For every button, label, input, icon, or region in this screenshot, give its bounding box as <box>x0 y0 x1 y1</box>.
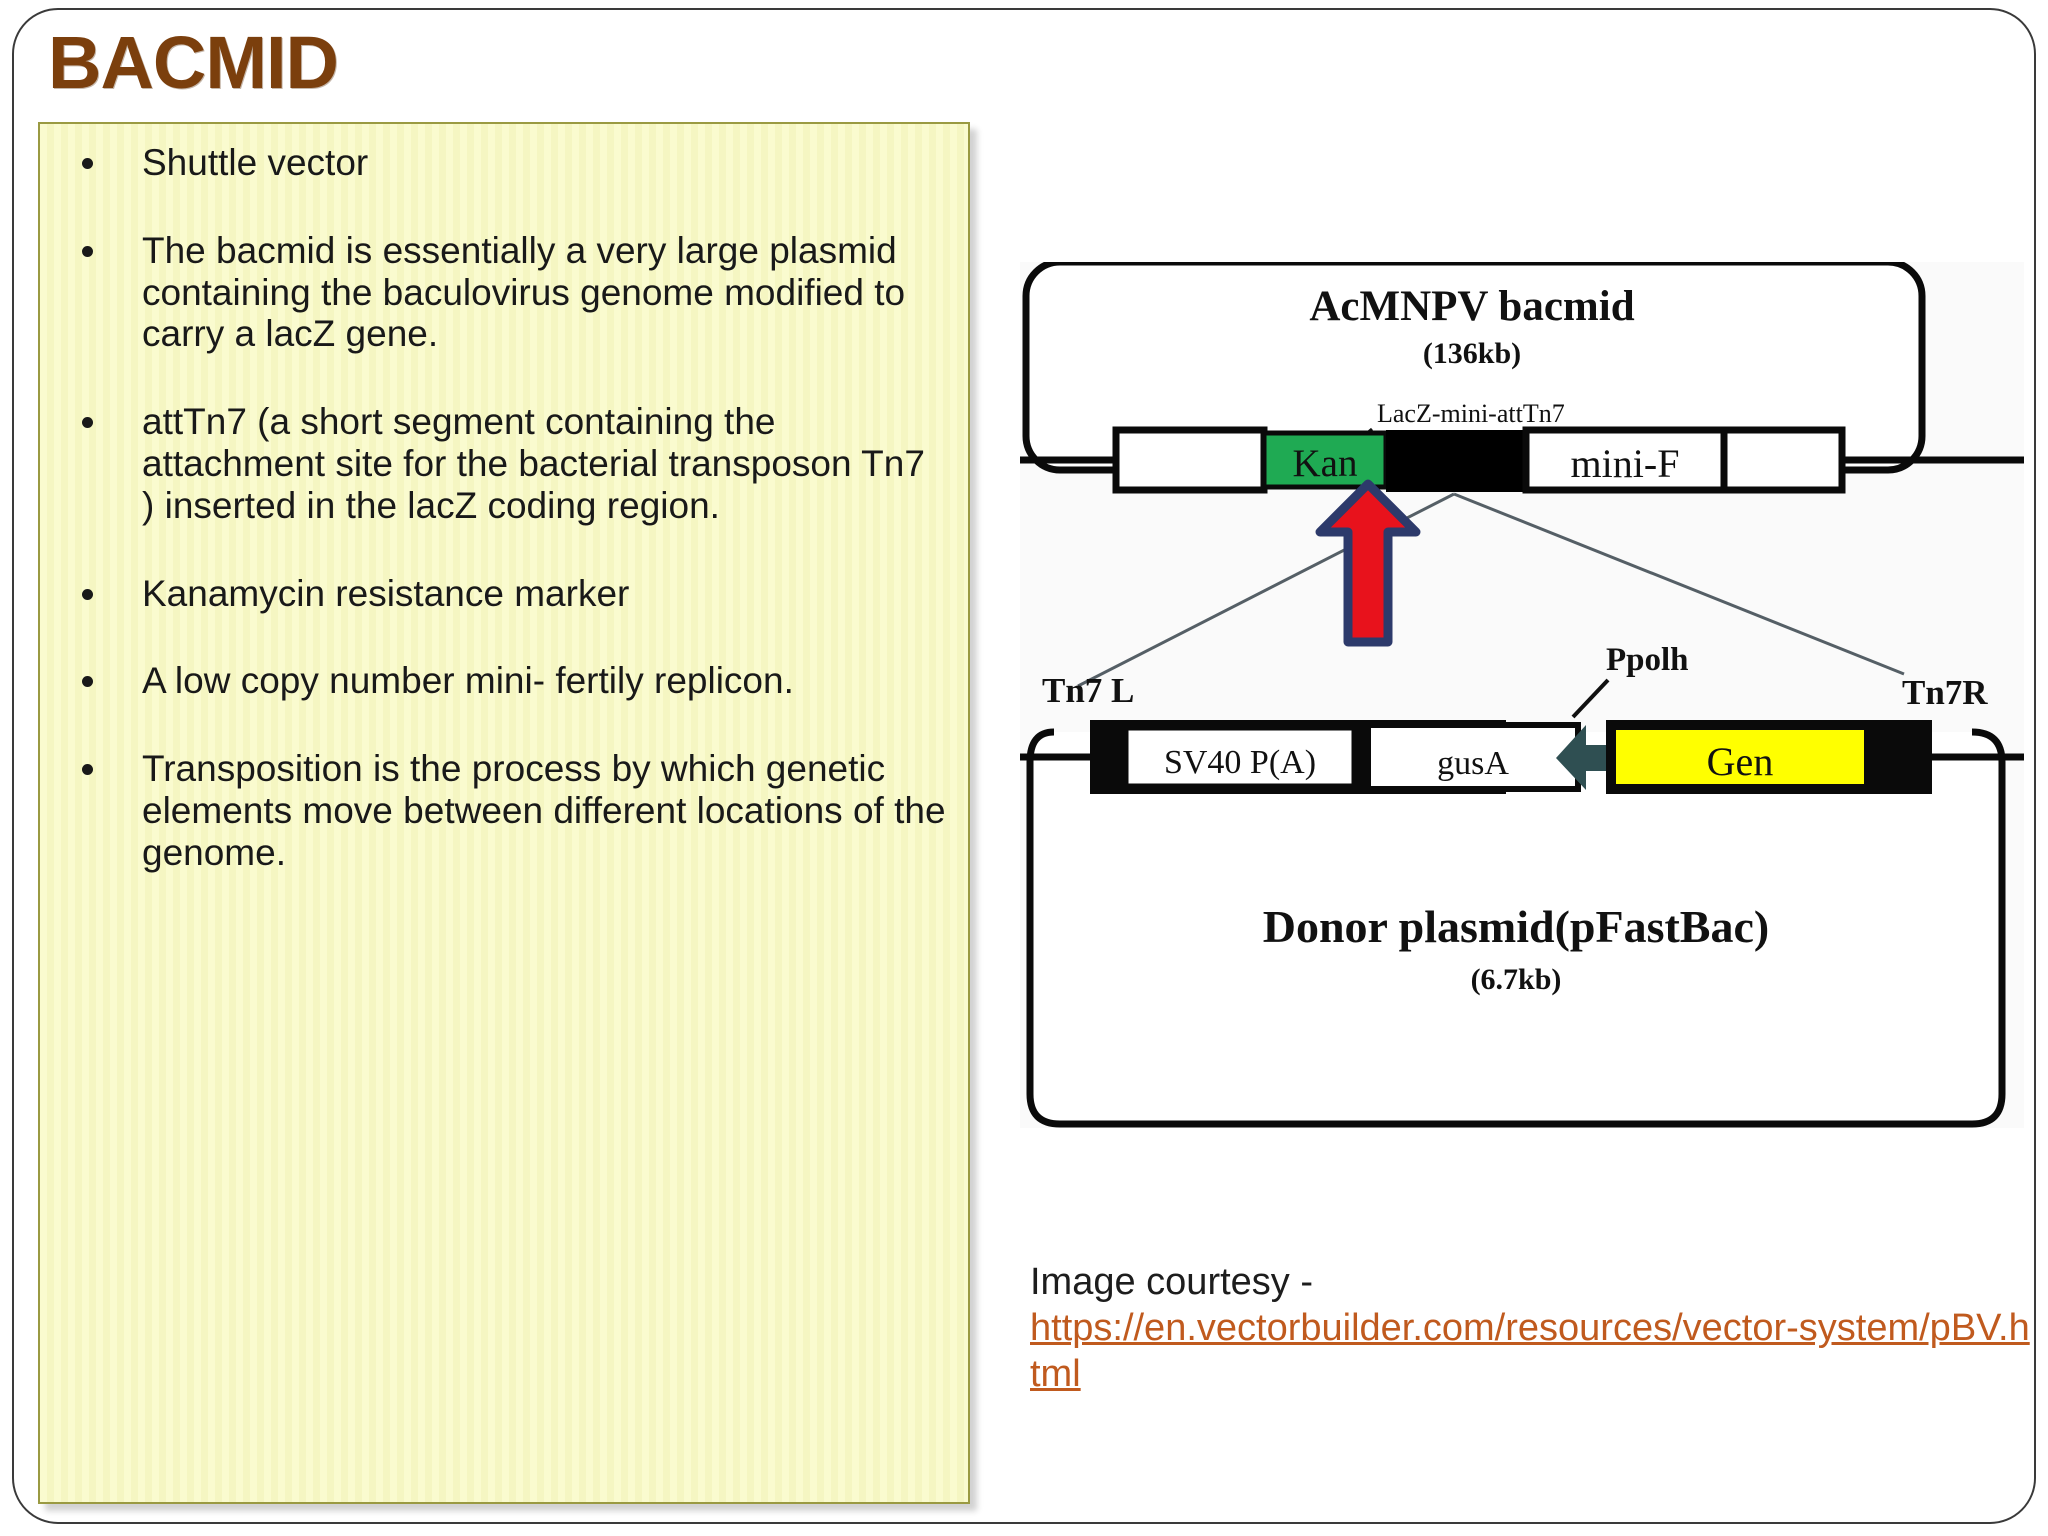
bullet-dot-icon <box>82 676 93 688</box>
bullet-text: attTn7 (a short segment containing the a… <box>142 401 925 526</box>
bullet-dot-icon <box>82 417 93 429</box>
ppolh-label: Ppolh <box>1606 642 1689 678</box>
lacz-attTn7-label: LacZ-mini-attTn7 <box>1377 399 1565 428</box>
donor-plasmid: Tn7 L Tn7R Ppolh SV40 P(A) gusA <box>1020 642 2024 1128</box>
miniF-label: mini-F <box>1571 441 1680 486</box>
bacmid-segment-miniF <box>1522 426 1728 494</box>
bacmid-transposition-diagram: AcMNPV bacmid (136kb) LacZ-mini-attTn7 K… <box>1020 262 2024 1128</box>
bullet-text: A low copy number mini- fertily replicon… <box>142 660 794 702</box>
bullet-dot-icon <box>82 158 93 169</box>
kan-label: Kan <box>1293 442 1358 485</box>
slide-frame: BACMID Shuttle vector The bacmid is esse… <box>12 8 2036 1524</box>
donor-size: (6.7kb) <box>1471 963 1562 996</box>
bullet-text: The bacmid is essentially a very large p… <box>142 229 906 355</box>
bacmid-linear-map: Kan mini-F <box>1020 426 2024 494</box>
bacmid-segment-right-blank <box>1720 426 1846 494</box>
gusa-label: gusA <box>1437 745 1509 782</box>
donor-segment-gusa <box>1365 722 1581 792</box>
bullet-dot-icon <box>82 588 93 600</box>
donor-outline <box>1026 728 2006 1128</box>
bullet-dot-icon <box>82 764 93 776</box>
gen-label: Gen <box>1707 739 1774 784</box>
arrow-up-icon <box>1315 479 1421 647</box>
list-item: Shuttle vector <box>62 142 946 184</box>
bacmid-plasmid: AcMNPV bacmid (136kb) LacZ-mini-attTn7 <box>1022 262 1926 474</box>
list-item: A low copy number mini- fertily replicon… <box>62 660 946 702</box>
transposition-arrow <box>1315 479 1421 647</box>
donor-title: Donor plasmid(pFastBac) <box>1263 901 1769 952</box>
list-item: Transposition is the process by which ge… <box>62 748 946 873</box>
tn7r-label: Tn7R <box>1902 673 1988 712</box>
promoter-stem <box>1582 745 1606 771</box>
promoter-arrow-icon <box>1556 725 1586 790</box>
sv40-label: SV40 P(A) <box>1164 744 1316 781</box>
bullet-list: Shuttle vector The bacmid is essentially… <box>62 142 946 874</box>
bullet-dot-icon <box>82 245 93 257</box>
tn7l-label: Tn7 L <box>1042 671 1134 710</box>
notes-panel: Shuttle vector The bacmid is essentially… <box>38 122 970 1504</box>
bacmid-title: AcMNPV bacmid <box>1309 283 1634 330</box>
ppolh-leader <box>1571 678 1610 719</box>
bacmid-size: (136kb) <box>1423 337 1521 370</box>
image-courtesy: Image courtesy - https://en.vectorbuilde… <box>1030 1260 2030 1398</box>
courtesy-prefix: Image courtesy - <box>1030 1261 1313 1303</box>
list-item: Kanamycin resistance marker <box>62 573 946 615</box>
bacmid-segment-left-blank <box>1112 426 1268 494</box>
page-title: BACMID <box>48 21 339 104</box>
courtesy-link[interactable]: https://en.vectorbuilder.com/resources/v… <box>1030 1306 2030 1395</box>
bullet-text: Shuttle vector <box>142 142 369 183</box>
bacmid-segment-lacz-attTn7 <box>1386 430 1526 492</box>
bullet-text: Kanamycin resistance marker <box>142 572 630 614</box>
list-item: The bacmid is essentially a very large p… <box>62 230 946 355</box>
donor-segment-gen <box>1612 726 1868 788</box>
bullet-text: Transposition is the process by which ge… <box>142 748 946 873</box>
donor-segment-sv40 <box>1123 725 1357 789</box>
list-item: attTn7 (a short segment containing the a… <box>62 401 946 526</box>
